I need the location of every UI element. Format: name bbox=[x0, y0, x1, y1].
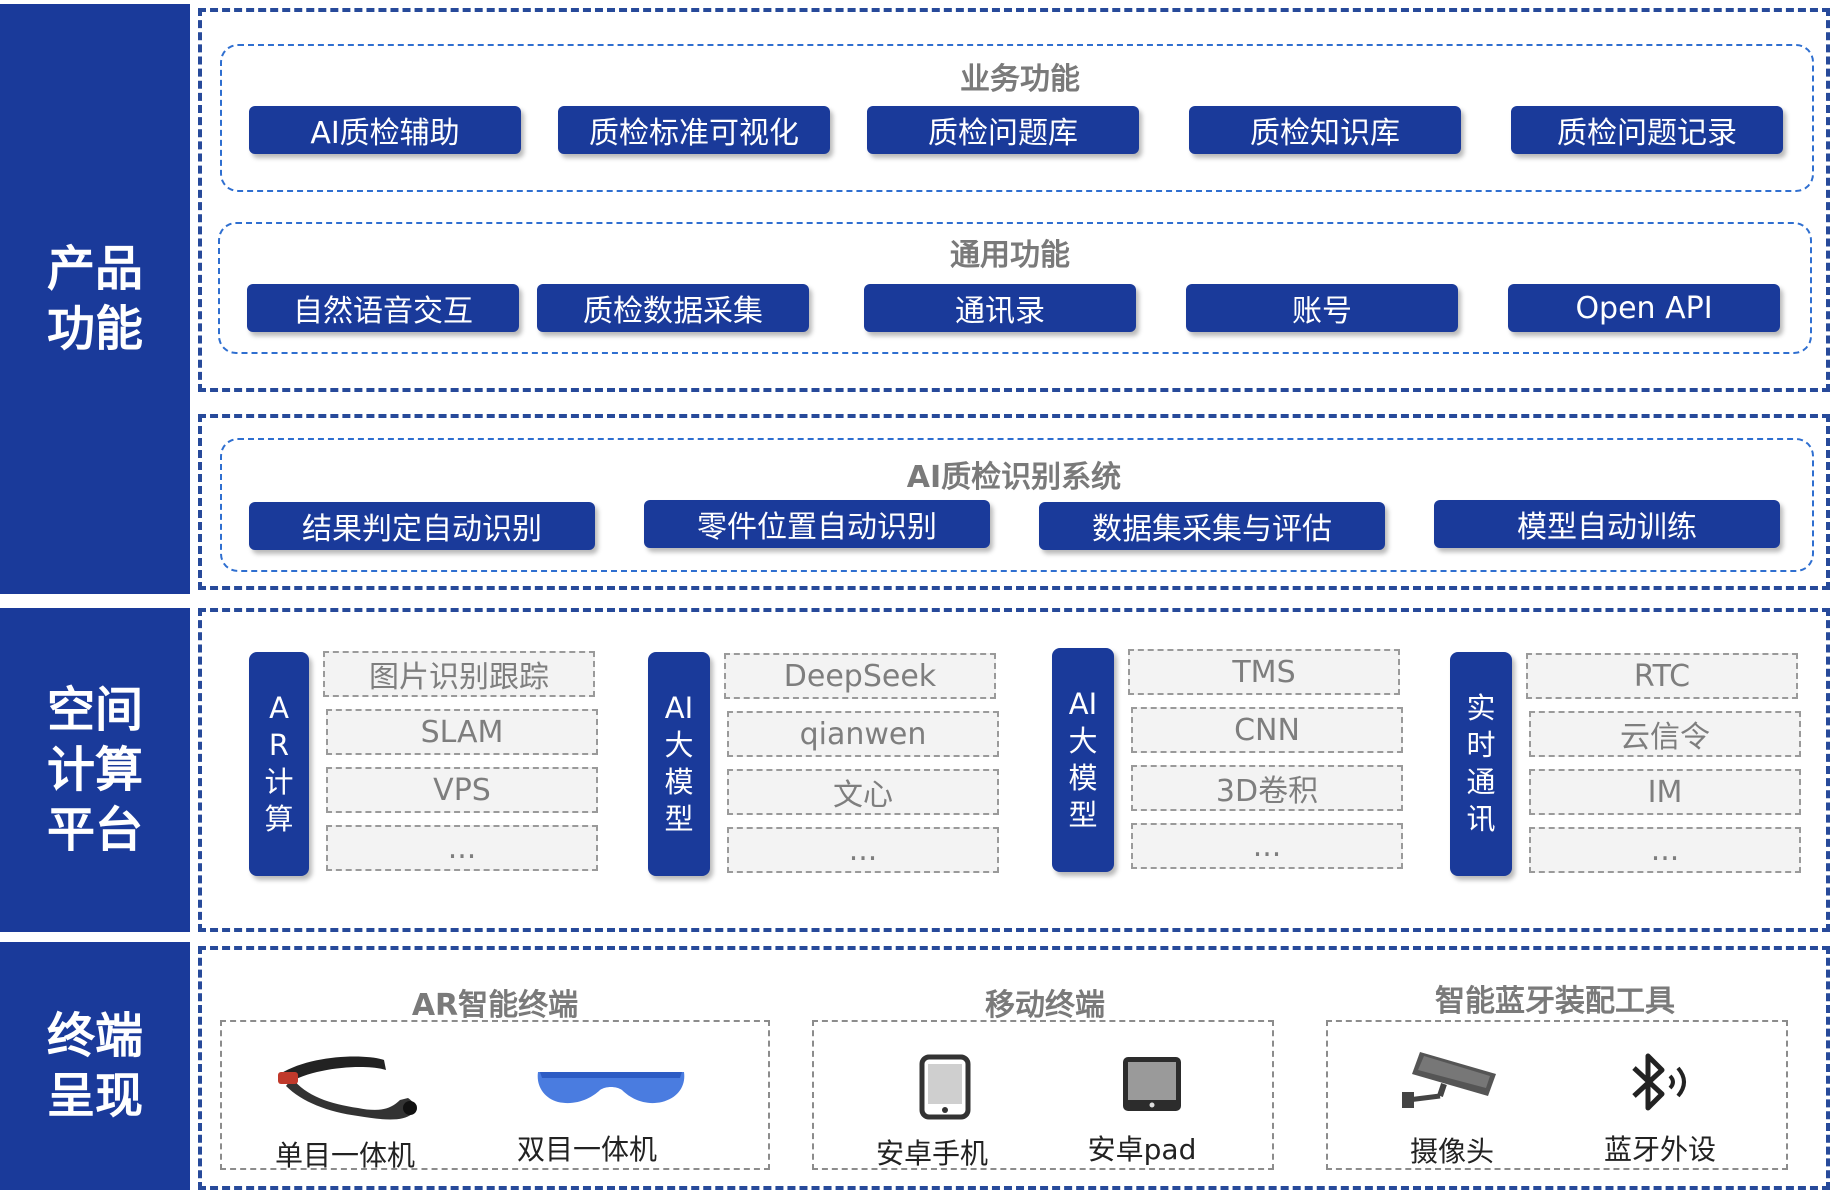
platform-item: ... bbox=[727, 827, 999, 873]
general-item-account: 账号 bbox=[1186, 284, 1458, 332]
platform-item: IM bbox=[1529, 769, 1801, 815]
device-label: 蓝牙外设 bbox=[1603, 1133, 1716, 1166]
general-functions-title: 通用功能 bbox=[950, 238, 1070, 273]
general-functions-panel bbox=[218, 222, 1812, 354]
device-label: 双目一体机 bbox=[516, 1133, 657, 1166]
platform-group-label: AI大模型 bbox=[664, 691, 694, 836]
business-functions-title: 业务功能 bbox=[960, 62, 1080, 97]
sidebar-terminal-display: 终端 呈现 bbox=[0, 942, 190, 1190]
terminal-group-title: 移动终端 bbox=[985, 988, 1105, 1023]
sidebar-label: 产品 功能 bbox=[46, 241, 143, 357]
platform-item: DeepSeek bbox=[724, 653, 996, 699]
general-item-voice-interaction: 自然语音交互 bbox=[247, 284, 519, 332]
platform-item: VPS bbox=[326, 767, 598, 813]
bluetooth-icon bbox=[1632, 1053, 1686, 1111]
platform-item: TMS bbox=[1128, 649, 1400, 695]
platform-item: ... bbox=[326, 825, 598, 871]
device-label: 摄像头 bbox=[1409, 1135, 1494, 1168]
tablet-icon bbox=[1123, 1057, 1181, 1111]
monocular-glasses-icon bbox=[278, 1056, 417, 1120]
ai-system-title: AI质检识别系统 bbox=[906, 460, 1122, 495]
terminal-group-ar bbox=[220, 1020, 770, 1170]
platform-item: ... bbox=[1529, 827, 1801, 873]
platform-item: SLAM bbox=[326, 709, 598, 755]
platform-group-ar-computing: AR计算 bbox=[249, 652, 309, 876]
ai-item-dataset-evaluation: 数据集采集与评估 bbox=[1039, 502, 1385, 550]
ai-item-model-training: 模型自动训练 bbox=[1434, 500, 1780, 548]
terminal-group-mobile bbox=[812, 1020, 1274, 1170]
device-label: 单目一体机 bbox=[274, 1139, 415, 1172]
product-functions-frame bbox=[198, 8, 1830, 392]
platform-group-label: AR计算 bbox=[264, 691, 294, 836]
platform-group-realtime-comm: 实时通讯 bbox=[1450, 652, 1512, 876]
business-item-standard-visualization: 质检标准可视化 bbox=[558, 106, 830, 154]
platform-item: ... bbox=[1131, 823, 1403, 869]
sidebar-label: 终端 呈现 bbox=[46, 1008, 143, 1124]
general-item-contacts: 通讯录 bbox=[864, 284, 1136, 332]
terminal-group-bluetooth-tools bbox=[1326, 1020, 1788, 1170]
platform-item: qianwen bbox=[727, 711, 999, 757]
camera-icon bbox=[1402, 1052, 1496, 1108]
platform-item: 图片识别跟踪 bbox=[323, 651, 595, 697]
platform-group-label: 实时通讯 bbox=[1466, 691, 1496, 836]
device-label: 安卓手机 bbox=[875, 1137, 988, 1170]
terminal-group-title: AR智能终端 bbox=[411, 988, 579, 1023]
platform-item: 文心 bbox=[727, 769, 999, 815]
platform-item: RTC bbox=[1526, 653, 1798, 699]
general-item-data-collection: 质检数据采集 bbox=[537, 284, 809, 332]
platform-item: 3D卷积 bbox=[1131, 765, 1403, 811]
sidebar-label: 空间 计算 平台 bbox=[46, 682, 143, 858]
ai-item-part-position: 零件位置自动识别 bbox=[644, 500, 990, 548]
platform-group-ai-model-2: AI大模型 bbox=[1052, 648, 1114, 872]
platform-item: 云信令 bbox=[1529, 711, 1801, 757]
terminals-frame bbox=[198, 946, 1830, 1190]
platform-item: CNN bbox=[1131, 707, 1403, 753]
business-item-issue-record: 质检问题记录 bbox=[1511, 106, 1783, 154]
business-item-knowledge-base: 质检知识库 bbox=[1189, 106, 1461, 154]
ai-system-panel bbox=[220, 438, 1814, 572]
sidebar-product-functions: 产品 功能 bbox=[0, 4, 190, 594]
platform-frame bbox=[198, 608, 1830, 932]
binocular-glasses-icon bbox=[537, 1072, 685, 1104]
ai-system-frame bbox=[198, 414, 1830, 590]
business-item-issue-library: 质检问题库 bbox=[867, 106, 1139, 154]
ai-item-result-judgment: 结果判定自动识别 bbox=[249, 502, 595, 550]
terminal-group-title: 智能蓝牙装配工具 bbox=[1435, 984, 1675, 1019]
device-label: 安卓pad bbox=[1087, 1133, 1197, 1166]
sidebar-spatial-computing: 空间 计算 平台 bbox=[0, 608, 190, 932]
platform-group-label: AI大模型 bbox=[1068, 687, 1098, 832]
business-functions-panel bbox=[220, 44, 1814, 192]
platform-group-ai-model-1: AI大模型 bbox=[648, 652, 710, 876]
phone-icon bbox=[919, 1054, 971, 1120]
general-item-open-api: Open API bbox=[1508, 284, 1780, 332]
business-item-ai-assist: AI质检辅助 bbox=[249, 106, 521, 154]
